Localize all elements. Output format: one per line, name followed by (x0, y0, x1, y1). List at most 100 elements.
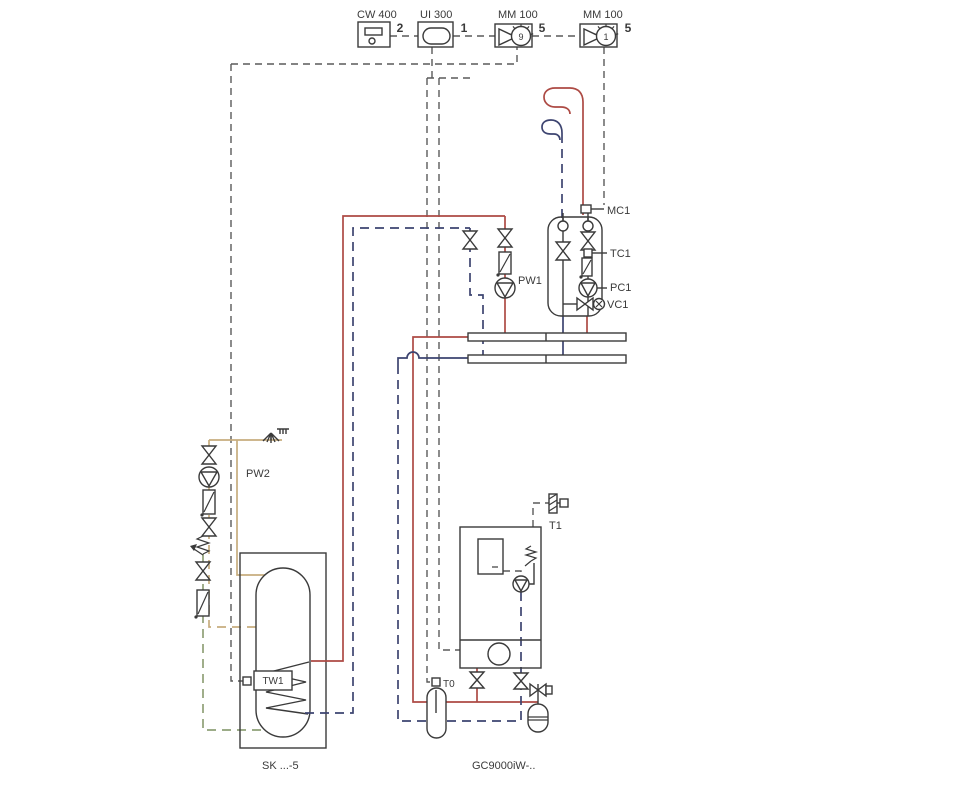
pump-pc1 (578, 278, 598, 298)
check-valve-pivot (194, 615, 198, 619)
mm100b-triangle-icon (583, 27, 603, 47)
boiler-safety-pipe (529, 563, 535, 585)
cold-water-line (202, 554, 266, 731)
bus-line-to-boiler (438, 78, 460, 651)
labels: CW 400 UI 300 MM 100 MM 100 2 1 5 5 MC1 … (246, 9, 632, 772)
label-pw2: PW2 (246, 468, 270, 480)
storage-tank (239, 552, 327, 749)
shutoff-valve (512, 679, 530, 690)
shutoff-valve (461, 238, 479, 250)
boiler-internal-wiring (503, 570, 522, 577)
shutoff-valve (194, 561, 212, 573)
boiler-fan (487, 642, 511, 666)
pump-impeller (579, 282, 597, 298)
label-mc1: MC1 (607, 205, 630, 217)
shutoff-valve (200, 445, 218, 457)
flow-riser-hook (543, 87, 584, 215)
shutoff-valve (554, 241, 572, 253)
mixing-group-frame (547, 216, 603, 317)
shutoff-valve (200, 453, 218, 465)
wall-hatch (548, 493, 558, 512)
label-vc1: VC1 (607, 299, 628, 311)
bus-trunk (231, 47, 518, 65)
boiler-safety-valve-outlet (524, 560, 532, 567)
mm100b-dial-ticks (593, 23, 619, 35)
pw1-station (461, 228, 516, 299)
t0-sensor (431, 677, 441, 687)
valve-cap (545, 685, 553, 695)
mm100b-module: 1 (579, 23, 619, 48)
check-valve-pivot (200, 513, 204, 517)
modules-row: 9 1 (357, 21, 619, 48)
boiler-connections (426, 671, 553, 739)
return-from-tank-coil (305, 227, 470, 714)
flow-to-tank-coil (311, 215, 505, 662)
shower-icon (262, 428, 289, 443)
return-riser-hook (541, 119, 563, 141)
manifold-flow-bar (467, 332, 627, 342)
label-pc1: PC1 (610, 282, 631, 294)
ems-bus-wiring (230, 35, 605, 683)
safety-valve-arrow (190, 544, 197, 551)
manifold-return-bar (467, 354, 627, 364)
tc1-sensor (583, 248, 593, 258)
label-t0: T0 (443, 679, 455, 690)
mm100a-module: 9 (494, 23, 534, 48)
thermometer-icon (582, 220, 594, 232)
safety-valve-outlet (193, 548, 204, 556)
boiler (459, 526, 542, 669)
return-pipes (305, 119, 564, 722)
tank-sensors: TW1 (242, 670, 293, 691)
tank-vessel (255, 567, 311, 738)
cw400-knob (368, 37, 376, 45)
shutoff-valve (579, 231, 597, 243)
shutoff-valve (554, 249, 572, 261)
addr-mm100a: 5 (539, 21, 546, 35)
pump-pw2 (198, 466, 220, 488)
return-pw1-column (469, 228, 484, 355)
ui300-display (422, 27, 451, 45)
check-valve-flap (203, 491, 215, 513)
addr-cw400: 2 (397, 21, 404, 35)
bus-line-to-t1 (532, 502, 549, 527)
shutoff-valve (496, 236, 514, 248)
fill-drain-valve (536, 682, 547, 698)
cw400-display (364, 27, 383, 36)
label-tank: SK ...-5 (262, 760, 299, 772)
check-valve-flap (197, 591, 209, 615)
shutoff-valve (461, 230, 479, 242)
label-pw1: PW1 (518, 275, 542, 287)
dhw-tank-outlet (236, 440, 267, 583)
fill-drain-valve (529, 682, 540, 698)
check-valve-pivot (496, 273, 500, 277)
tw1-sensor (253, 670, 293, 691)
mm100a-dial-number: 9 (518, 32, 523, 42)
shutoff-valve (512, 672, 530, 683)
pw2-station (198, 428, 289, 537)
label-mm100a: MM 100 (498, 9, 538, 21)
label-tc1: TC1 (610, 248, 631, 260)
tank-enclosure (239, 552, 327, 749)
bus-line-to-tw1 (230, 64, 243, 682)
pump-impeller (495, 282, 515, 299)
mixing-circuit-group (547, 204, 607, 317)
label-t1: T1 (549, 520, 562, 532)
cold-water-pipes (202, 554, 266, 731)
mc1-connection (580, 204, 592, 214)
cold-water-safety-group (190, 535, 212, 619)
outdoor-sensor-t1 (548, 493, 569, 514)
mm100b-dial-number: 1 (603, 32, 608, 42)
label-tw1: TW1 (262, 676, 284, 687)
addr-mm100b: 5 (625, 21, 632, 35)
boiler-safety-valve-spring (523, 545, 539, 562)
label-boiler: GC9000iW-.. (472, 760, 535, 772)
pump-impeller (199, 471, 219, 488)
mixing-valve-vc1 (576, 296, 587, 312)
ui300-module (417, 21, 454, 48)
boiler-heat-cell (477, 538, 504, 575)
shutoff-valve (468, 678, 486, 689)
t1-sensor (559, 498, 569, 508)
mm100a-triangle-icon (498, 27, 518, 47)
check-valve-flap (499, 253, 511, 273)
